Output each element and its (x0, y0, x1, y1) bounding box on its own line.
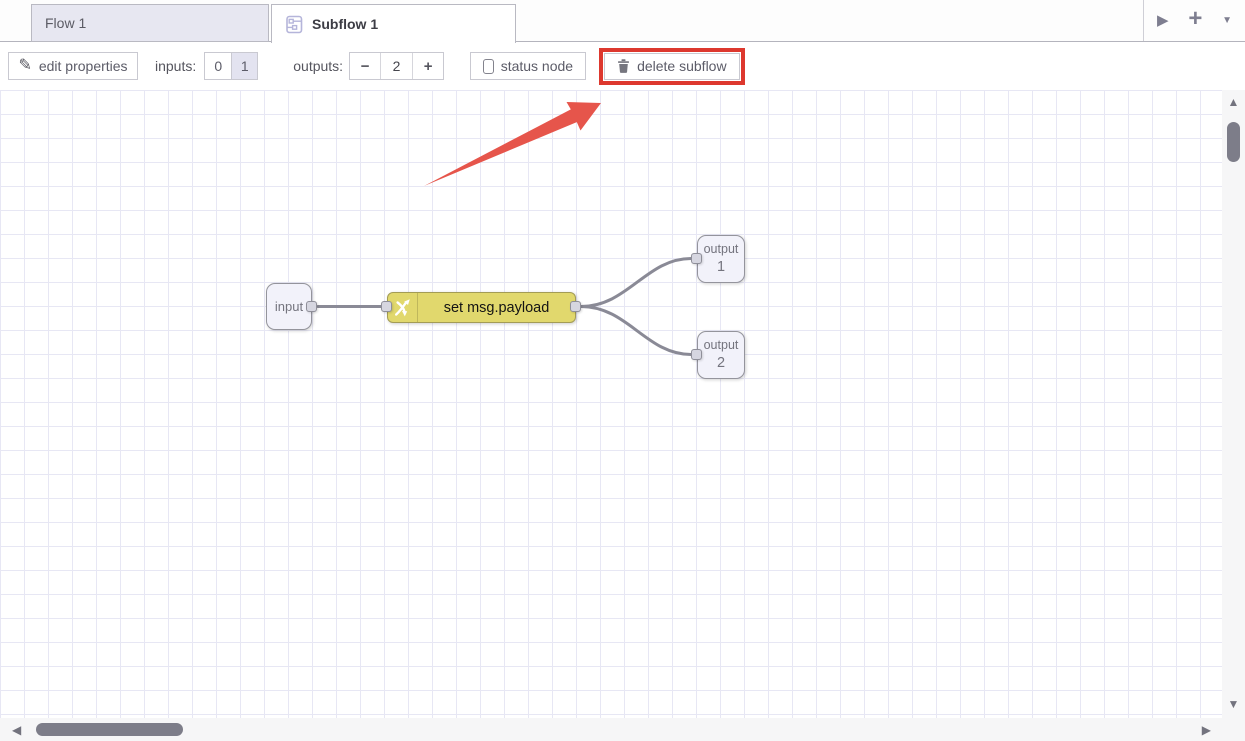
subflow-input-label: input (274, 299, 304, 314)
outputs-count-field[interactable]: 2 (380, 53, 414, 79)
scroll-down-icon[interactable]: ▼ (1227, 697, 1240, 711)
input-node-output-port[interactable] (306, 301, 317, 312)
change-node-input-port[interactable] (381, 301, 392, 312)
status-node-label: status node (500, 58, 574, 74)
output-2-number: 2 (716, 354, 726, 371)
outputs-label: outputs: (293, 58, 344, 74)
chevron-down-icon[interactable]: ▼ (1222, 14, 1232, 26)
output-2-input-port[interactable] (691, 349, 702, 360)
delete-subflow-button[interactable]: delete subflow (604, 52, 740, 80)
vertical-scrollbar-thumb[interactable] (1227, 122, 1240, 162)
subflow-output-2-node[interactable]: output 2 (697, 331, 745, 379)
outputs-stepper: − 2 + (349, 52, 445, 80)
edit-properties-button[interactable]: ✎ edit properties (8, 52, 138, 80)
outputs-increase-button[interactable]: + (413, 53, 444, 79)
output-1-input-port[interactable] (691, 253, 702, 264)
horizontal-scrollbar[interactable]: ◀ ▶ (0, 718, 1245, 741)
workspace-tab-bar: Flow 1 Subflow 1 ▶ + ▼ (0, 0, 1245, 43)
scroll-tabs-right-icon[interactable]: ▶ (1157, 12, 1169, 29)
output-1-number: 1 (716, 258, 726, 275)
subflow-toolbar: ✎ edit properties inputs: 0 1 outputs: −… (0, 42, 1245, 90)
vertical-scrollbar[interactable]: ▲ ▼ (1222, 90, 1245, 718)
tab-subflow-1-label: Subflow 1 (312, 16, 379, 32)
inputs-option-1[interactable]: 1 (231, 53, 258, 79)
change-node-output-port[interactable] (570, 301, 581, 312)
subflow-icon (286, 15, 303, 33)
scroll-up-icon[interactable]: ▲ (1227, 95, 1240, 109)
scroll-right-icon[interactable]: ▶ (1201, 722, 1211, 737)
subflow-output-1-node[interactable]: output 1 (697, 235, 745, 283)
add-flow-icon[interactable]: + (1188, 5, 1203, 32)
inputs-label: inputs: (155, 58, 197, 74)
status-node-checkbox[interactable] (483, 58, 494, 74)
outputs-decrease-button[interactable]: − (350, 53, 381, 79)
inputs-option-0[interactable]: 0 (205, 53, 232, 79)
change-node-label: set msg.payload (443, 299, 550, 316)
wire-change-to-output2[interactable] (579, 305, 693, 356)
output-1-label: output (703, 242, 739, 257)
tab-subflow-1[interactable]: Subflow 1 (271, 4, 516, 43)
subflow-input-node[interactable]: input (266, 283, 312, 330)
shuffle-icon (388, 293, 418, 322)
status-node-button[interactable]: status node (470, 52, 587, 80)
output-2-label: output (703, 338, 739, 353)
inputs-toggle-group: 0 1 (204, 52, 259, 80)
delete-subflow-label: delete subflow (637, 58, 727, 74)
annotation-highlight-box: delete subflow (599, 47, 745, 85)
scroll-left-icon[interactable]: ◀ (12, 722, 22, 737)
wire-change-to-output1[interactable] (579, 257, 693, 308)
horizontal-scrollbar-thumb[interactable] (36, 723, 183, 736)
flow-canvas[interactable]: input set msg.payload output 1 output 2 (0, 90, 1222, 718)
pencil-icon: ✎ (18, 57, 32, 74)
edit-properties-label: edit properties (38, 58, 128, 74)
tab-bar-controls: ▶ + ▼ (1143, 0, 1245, 41)
tab-flow-1[interactable]: Flow 1 (31, 4, 269, 42)
change-node[interactable]: set msg.payload (387, 292, 576, 323)
tab-flow-1-label: Flow 1 (45, 15, 87, 31)
annotation-arrow (424, 102, 601, 186)
trash-icon (618, 59, 630, 73)
